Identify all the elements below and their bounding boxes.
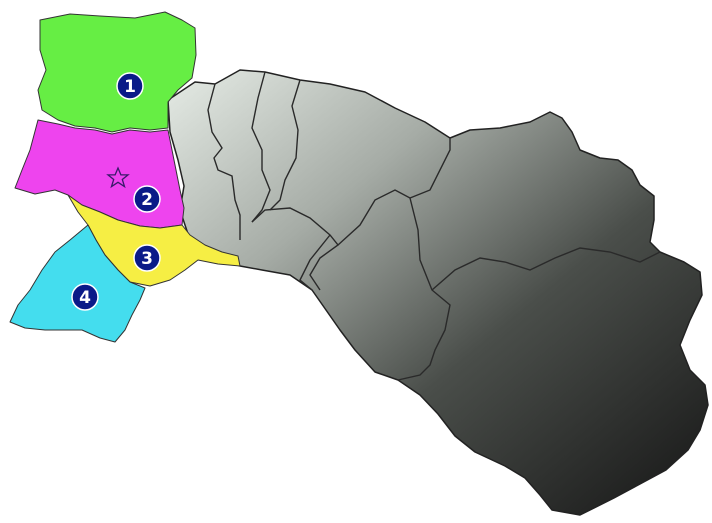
region-1-marker-circle <box>116 72 144 100</box>
region-1-shape[interactable] <box>37 11 197 133</box>
region-3-marker[interactable]: 3 <box>133 244 161 272</box>
gray-border <box>397 197 451 381</box>
gray-regions-group <box>167 69 709 516</box>
capital-star-icon <box>106 166 130 189</box>
gray-border <box>431 247 661 291</box>
gray-border <box>337 138 451 246</box>
region-4-marker[interactable]: 4 <box>71 283 99 311</box>
region-2-marker[interactable]: 2 <box>133 185 161 213</box>
region-3-marker-circle <box>133 244 161 272</box>
gray-border <box>251 71 271 223</box>
region-2-label: 2 <box>141 190 153 210</box>
region-3-label: 3 <box>141 249 153 269</box>
gray-border <box>269 79 301 211</box>
gray-territory-outline <box>167 69 709 516</box>
region-1-marker[interactable]: 1 <box>116 72 144 100</box>
region-4-label: 4 <box>79 288 91 308</box>
gray-border <box>207 83 241 240</box>
region-2-marker-circle <box>133 185 161 213</box>
gray-border <box>299 234 331 291</box>
region-1-label: 1 <box>124 77 136 97</box>
region-4-shape[interactable] <box>9 224 146 343</box>
region-4-marker-circle <box>71 283 99 311</box>
